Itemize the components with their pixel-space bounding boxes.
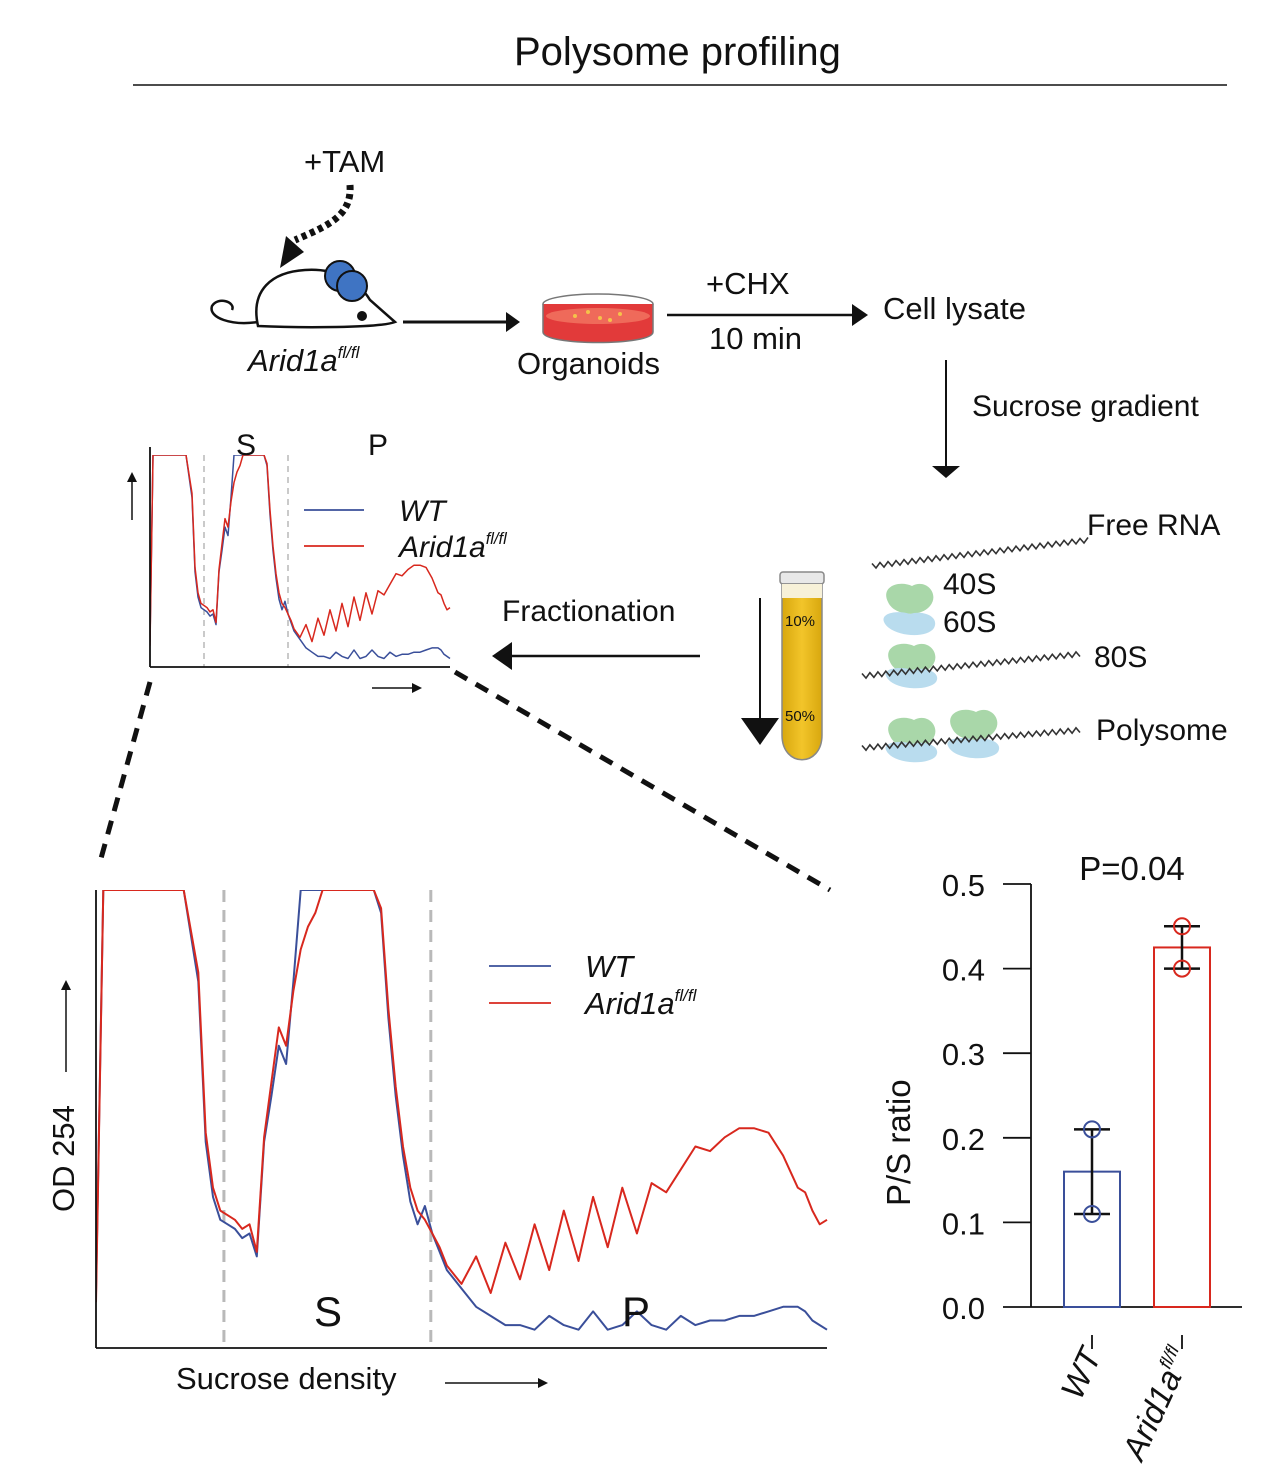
series-line-arid1a [96,890,828,1303]
figure-title: Polysome profiling [514,30,841,74]
zoom-line-right [453,669,832,893]
chx-time-label: 10 min [709,321,803,356]
p-value-label: P=0.04 [1079,850,1185,887]
tube-bottom-label: 50% [785,708,816,725]
ribosome-subunits-icon [883,583,936,636]
bar-1 [1153,946,1211,1308]
zoom-line-left [97,681,153,863]
tam-dotted-arrow [293,184,354,244]
data-point-0-1 [1083,1120,1101,1139]
y-tick-label: 0.0 [942,1291,985,1326]
category-label-1: Arid1afl/fl [1114,1341,1199,1467]
category-label-0: WT [1053,1340,1109,1405]
petri-dish-icon [542,293,654,344]
y-tick-label: 0.5 [942,868,985,903]
polysome-label: Polysome [1096,714,1228,747]
tam-label: +TAM [304,144,386,179]
legend-label-arid1a: Arid1afl/fl [583,986,698,1021]
y-axis-label: OD 254 [46,1105,81,1212]
data-point-1-0 [1173,959,1191,978]
x-axis-label: Sucrose density [176,1361,397,1396]
sucrose-gradient-label: Sucrose gradient [972,390,1199,423]
free-rna-icon [871,537,1089,570]
tube-top-label: 10% [785,613,816,630]
polysome-icon [861,709,1081,763]
tam-arrowhead [280,236,304,268]
legend-label-wt: WT [399,495,448,528]
series-line-wt [96,890,828,1331]
cell-lysate-label: Cell lysate [883,291,1026,326]
region-label-p: P [368,429,388,462]
legend-label-arid1a: Arid1afl/fl [397,530,508,564]
region-label-s-big: S [314,1288,342,1335]
region-label-s: S [236,429,256,462]
y-tick-label: 0.2 [942,1122,985,1157]
organoids-label: Organoids [517,346,661,381]
fractionation-label: Fractionation [502,595,676,628]
monosome-80s-icon [861,643,1081,689]
y-tick-label: 0.3 [942,1037,985,1072]
sucrose-tube-icon [779,571,825,761]
bar-y-axis-label: P/S ratio [880,1079,917,1206]
region-label-p-big: P [622,1288,650,1335]
y-tick-label: 0.1 [942,1206,985,1241]
data-point-0-0 [1083,1204,1101,1223]
series-line-arid1a [150,455,451,646]
legend-label-wt: WT [585,949,635,984]
free-rna-label: Free RNA [1087,509,1221,542]
80s-label: 80S [1094,641,1148,674]
mouse-icon [210,260,398,329]
60s-label: 60S [943,606,997,639]
y-tick-label: 0.4 [942,953,985,988]
chx-label: +CHX [706,266,790,301]
mouse-genotype-label: Arid1afl/fl [248,342,360,378]
data-point-1-1 [1173,917,1191,936]
40s-label: 40S [943,568,997,601]
